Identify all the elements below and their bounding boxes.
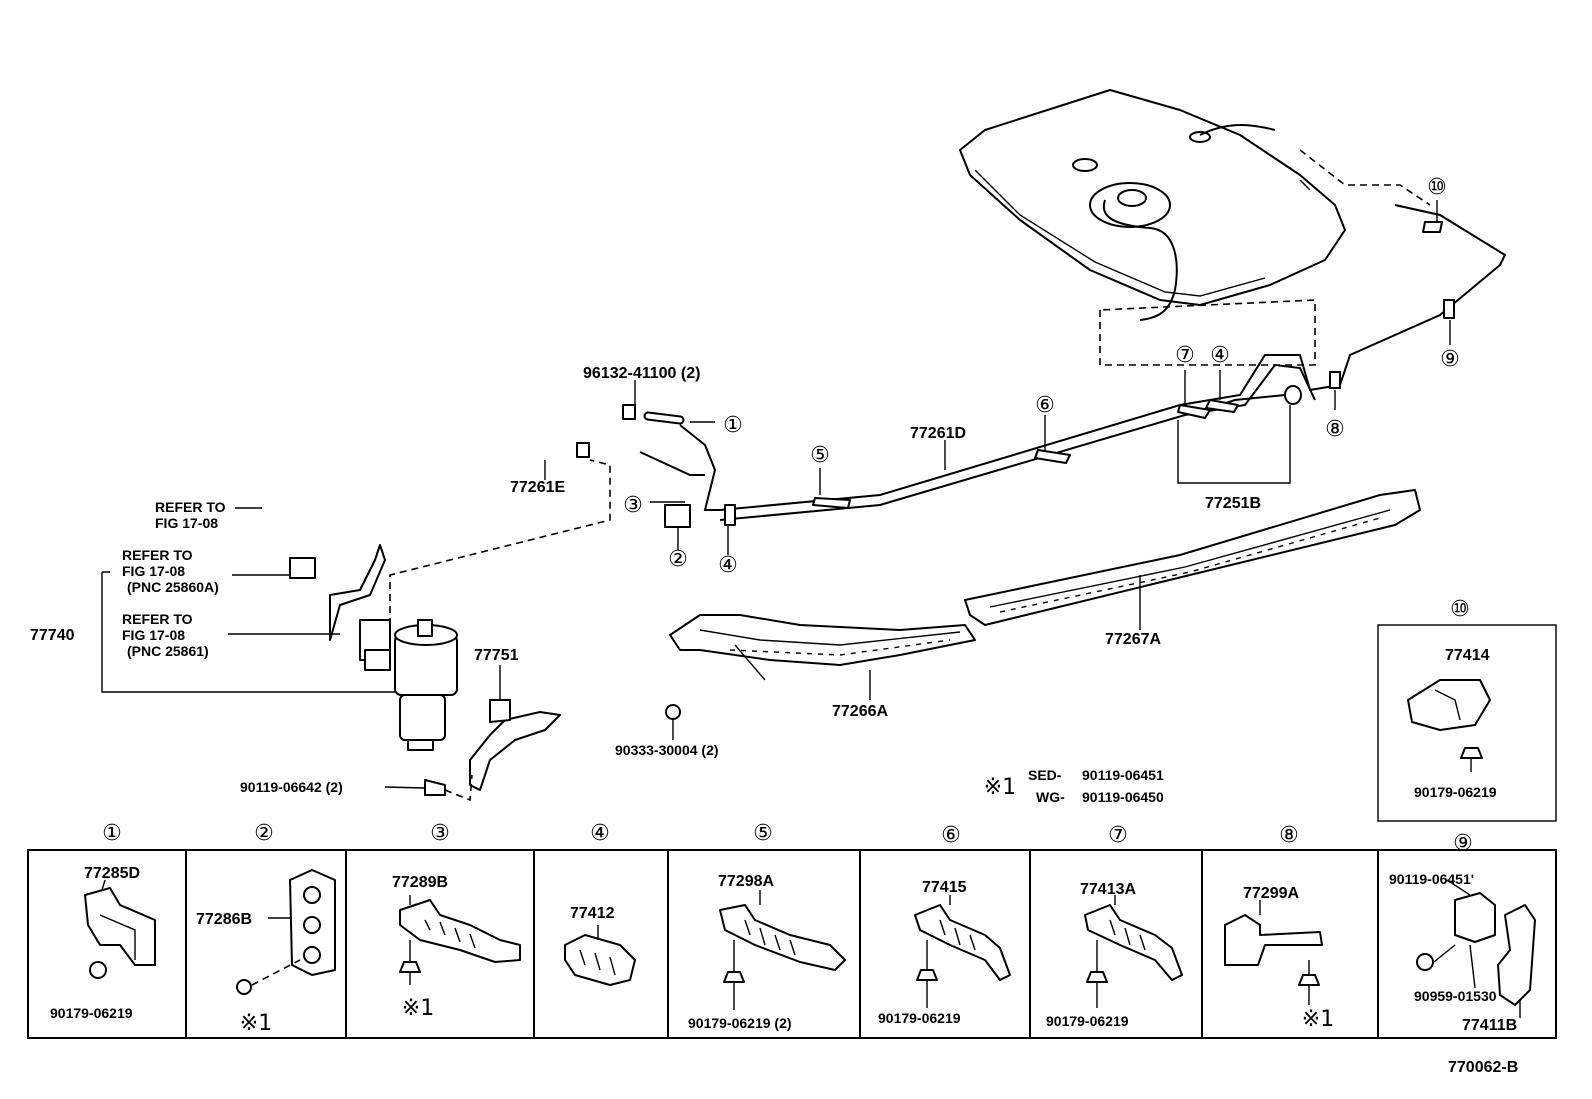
label-77266A: 77266A	[832, 703, 888, 720]
callout-7: ⑦	[1175, 343, 1195, 368]
bracket-refer	[329, 544, 386, 641]
callout-3: ③	[623, 493, 643, 518]
refer-1-line2: FIG 17-08	[155, 515, 218, 531]
detail-6-part: 77415	[922, 879, 967, 896]
detail-8-part: 77299A	[1243, 885, 1299, 902]
detail-4-part: 77412	[570, 905, 615, 922]
detail-7-bolt: 90179-06219	[1046, 1013, 1129, 1029]
detail-8-drawing	[1224, 900, 1323, 1005]
detail-3-drawing	[399, 895, 521, 985]
protector-77266A	[669, 614, 976, 681]
clamp-6	[1034, 449, 1071, 464]
detail-3-bolt: ※1	[402, 996, 434, 1021]
detail-5-bolt: 90179-06219 (2)	[688, 1015, 792, 1031]
detail-9-callout: ⑨	[1453, 831, 1473, 856]
detail-9-bolt: 90119-06451'	[1389, 871, 1474, 887]
note-sed-label: SED-	[1028, 767, 1062, 783]
clamp-8	[1329, 371, 1341, 389]
protector-77267A	[964, 489, 1421, 626]
detail-5-part: 77298A	[718, 873, 774, 890]
label-90119-06642: 90119-06642 (2)	[240, 779, 343, 795]
fuel-filter-assy	[359, 619, 458, 751]
tank-leader	[1099, 299, 1316, 366]
label-96132-41100: 96132-41100 (2)	[583, 365, 700, 382]
detail-7-callout: ⑦	[1108, 823, 1128, 848]
callout-9: ⑨	[1440, 347, 1460, 372]
callout-2: ②	[668, 547, 688, 572]
callout-1: ①	[723, 413, 743, 438]
clamp-9	[1443, 299, 1455, 319]
label-77751: 77751	[474, 647, 519, 664]
detail-2-drawing	[236, 869, 336, 995]
detail-1-callout: ①	[102, 821, 122, 846]
callout-6: ⑥	[1035, 393, 1055, 418]
callout-10: ⑩	[1427, 175, 1447, 200]
refer-2-line2: FIG 17-08	[122, 563, 185, 579]
note-sed-part: 90119-06451	[1082, 767, 1164, 783]
detail-1-part: 77285D	[84, 865, 140, 882]
detail-9-part: 77411B	[1462, 1017, 1517, 1034]
clamp-7	[1177, 404, 1211, 419]
refer-2-line1: REFER TO	[122, 547, 193, 563]
note-mark: ※1	[984, 775, 1016, 800]
detail-9-drawing	[1416, 879, 1536, 1018]
clamp-4b	[1205, 399, 1239, 413]
callout-4b: ④	[1210, 343, 1230, 368]
refer-3-line1: REFER TO	[122, 611, 193, 627]
detail-10-drawing	[1407, 679, 1491, 772]
detail-6-callout: ⑥	[941, 823, 961, 848]
callout-4a: ④	[718, 553, 738, 578]
detail-7-drawing	[1084, 895, 1183, 1008]
detail-2-bolt: ※1	[240, 1011, 272, 1036]
detail-5-drawing	[719, 890, 846, 1010]
label-77267A: 77267A	[1105, 631, 1161, 648]
label-77261E: 77261E	[510, 479, 565, 496]
fuel-tank	[959, 89, 1346, 321]
refer-3-line3: (PNC 25861)	[127, 643, 209, 659]
bolt-90119	[424, 779, 446, 796]
detail-10-callout: ⑩	[1450, 597, 1470, 622]
detail-box-10	[1377, 624, 1557, 822]
clamp-5	[812, 497, 851, 509]
detail-10-part: 77414	[1445, 647, 1490, 664]
detail-6-drawing	[914, 895, 1011, 1008]
clamp-10	[1422, 221, 1443, 233]
detail-2-part: 77286B	[196, 911, 252, 928]
refer-3-line2: FIG 17-08	[122, 627, 185, 643]
bracket-77751	[469, 711, 561, 791]
refer-2-line3: (PNC 25860A)	[127, 579, 219, 595]
label-77740: 77740	[30, 627, 75, 644]
callout-8: ⑧	[1325, 417, 1345, 442]
detail-1-bolt: 90179-06219	[50, 1005, 133, 1021]
label-90333-30004: 90333-30004 (2)	[615, 742, 719, 758]
detail-table	[27, 849, 1557, 1039]
detail-10-bolt: 90179-06219	[1414, 784, 1497, 800]
detail-3-part: 77289B	[392, 874, 448, 891]
detail-1-drawing	[84, 879, 156, 979]
clamp-4	[724, 504, 736, 526]
refer-1-line1: REFER TO	[155, 499, 226, 515]
detail-4-drawing	[564, 925, 636, 986]
note-wg-label: WG-	[1036, 789, 1065, 805]
diagram-id: 770062-B	[1448, 1059, 1518, 1076]
callout-5: ⑤	[810, 443, 830, 468]
detail-2-callout: ②	[254, 821, 274, 846]
detail-8-bolt: ※1	[1302, 1007, 1334, 1032]
detail-9-extra: 90959-01530	[1414, 988, 1497, 1004]
detail-8-callout: ⑧	[1279, 823, 1299, 848]
label-77251B: 77251B	[1205, 495, 1261, 512]
label-77261D: 77261D	[910, 425, 966, 442]
detail-4-callout: ④	[590, 821, 610, 846]
detail-3-callout: ③	[430, 821, 450, 846]
note-wg-part: 90119-06450	[1082, 789, 1164, 805]
detail-7-part: 77413A	[1080, 881, 1136, 898]
detail-5-callout: ⑤	[753, 821, 773, 846]
detail-6-bolt: 90179-06219	[878, 1010, 961, 1026]
